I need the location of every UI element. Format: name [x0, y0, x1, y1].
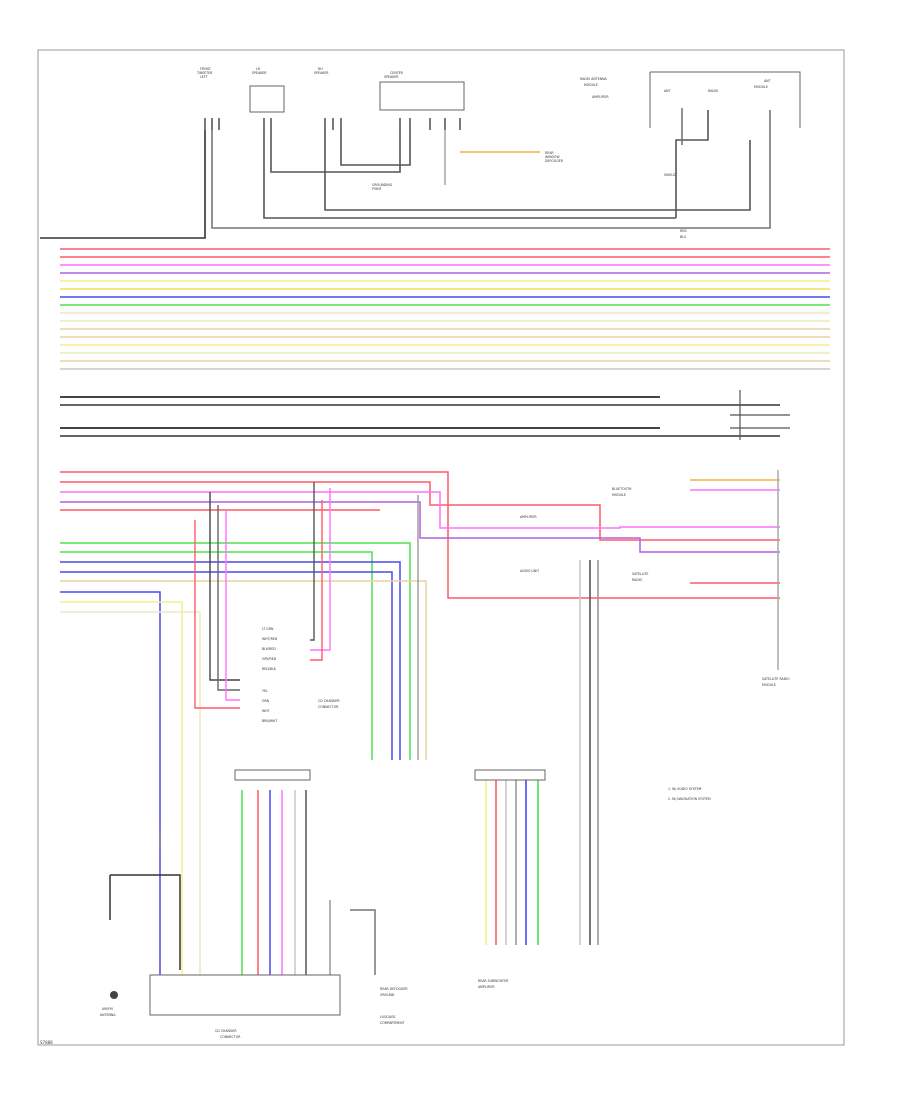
svg-text:SPEAKER: SPEAKER: [384, 75, 399, 79]
svg-text:DEFOGGER: DEFOGGER: [545, 159, 564, 163]
junction-drops: [194, 482, 419, 760]
svg-text:SHIELD: SHIELD: [664, 173, 676, 177]
svg-text:MODULE: MODULE: [754, 85, 768, 89]
svg-text:REAR DEFOGGER: REAR DEFOGGER: [380, 987, 408, 991]
svg-text:POINT: POINT: [372, 187, 382, 191]
svg-text:AM/FM: AM/FM: [102, 1007, 113, 1011]
center-speaker-box: [379, 81, 465, 111]
svg-text:CONNECTOR: CONNECTOR: [318, 705, 339, 709]
svg-text:GRN: GRN: [262, 699, 270, 703]
front-tweeter-box: [249, 85, 285, 113]
horizontal-bus: [60, 248, 830, 370]
svg-text:CENTER: CENTER: [390, 71, 404, 75]
svg-text:WINDOW: WINDOW: [545, 155, 560, 159]
svg-text:ANT: ANT: [764, 79, 771, 83]
cd-changer-box: [149, 974, 341, 1016]
svg-text:TWEETER: TWEETER: [196, 71, 213, 75]
svg-text:LT GRN: LT GRN: [262, 627, 274, 631]
svg-text:MODULE: MODULE: [612, 493, 626, 497]
rear-connector-box: [234, 769, 311, 781]
bottom-left-wires: [109, 790, 376, 975]
svg-text:ANTENNA: ANTENNA: [100, 1013, 116, 1017]
svg-text:RH: RH: [318, 67, 323, 71]
svg-text:AMPLIFIER: AMPLIFIER: [520, 515, 537, 519]
svg-text:SPEAKER: SPEAKER: [252, 71, 267, 75]
svg-text:WHT/RED: WHT/RED: [262, 637, 278, 641]
svg-text:SATELLITE RADIO: SATELLITE RADIO: [762, 677, 790, 681]
svg-text:RED/BLK: RED/BLK: [262, 667, 277, 671]
svg-text:GROUNDING: GROUNDING: [372, 183, 393, 187]
svg-text:AUDIO UNIT: AUDIO UNIT: [520, 569, 539, 573]
right-stubs: [690, 470, 780, 670]
top-connectors: [204, 118, 461, 130]
dark-bus-right: [730, 390, 790, 440]
top-labels: FRONT TWEETER LEFT LH SPEAKER RH SPEAKER…: [196, 67, 771, 239]
svg-text:REAR: REAR: [545, 151, 554, 155]
svg-text:YEL: YEL: [262, 689, 268, 693]
svg-text:MODULE: MODULE: [762, 683, 776, 687]
svg-text:GRY/RED: GRY/RED: [262, 657, 277, 661]
legend-2: 2. W/ NAVIGATION SYSTEM: [668, 797, 711, 801]
svg-text:CD CHANGER: CD CHANGER: [318, 699, 340, 703]
legend: 1. W/ AUDIO SYSTEM 2. W/ NAVIGATION SYST…: [668, 787, 711, 801]
bottom-boxes: [149, 769, 546, 1016]
svg-text:ANT: ANT: [664, 89, 671, 93]
footer-code: S7888: [40, 1040, 53, 1045]
radio-antenna-module-box: [650, 71, 801, 128]
svg-text:LUGGAGE: LUGGAGE: [380, 1015, 396, 1019]
svg-text:RADIO ANTENNA: RADIO ANTENNA: [580, 77, 607, 81]
svg-text:RED: RED: [680, 229, 687, 233]
svg-text:BRN/WHT: BRN/WHT: [262, 719, 277, 723]
diagram-border: [37, 49, 845, 1046]
svg-text:BLU: BLU: [680, 235, 687, 239]
svg-text:GROUND: GROUND: [380, 993, 395, 997]
svg-text:AMPLIFIER: AMPLIFIER: [478, 985, 495, 989]
legend-1: 1. W/ AUDIO SYSTEM: [668, 787, 702, 791]
svg-text:SATELLITE: SATELLITE: [632, 572, 648, 576]
svg-text:FRONT: FRONT: [200, 67, 211, 71]
vertical-bundles: [485, 560, 599, 945]
svg-text:CONNECTOR: CONNECTOR: [220, 1035, 241, 1039]
svg-text:MODULE: MODULE: [584, 83, 598, 87]
svg-text:SPEAKER: SPEAKER: [314, 71, 329, 75]
svg-text:BLUETOOTH: BLUETOOTH: [612, 487, 632, 491]
svg-text:REAR SUBWOOFER: REAR SUBWOOFER: [478, 979, 509, 983]
svg-text:RADIO: RADIO: [708, 89, 719, 93]
svg-text:RADIO: RADIO: [632, 578, 643, 582]
svg-text:LEFT: LEFT: [200, 75, 208, 79]
svg-text:BLK/RED: BLK/RED: [262, 647, 276, 651]
ground-symbol: [110, 991, 118, 999]
middle-harness: [60, 471, 780, 975]
top-wires: [40, 108, 771, 239]
svg-text:COMPARTMENT: COMPARTMENT: [380, 1021, 404, 1025]
middle-labels: LT GRN WHT/RED BLK/RED GRY/RED RED/BLK Y…: [262, 487, 790, 723]
svg-text:LH: LH: [256, 67, 261, 71]
top-components: [249, 71, 801, 128]
svg-text:WHT: WHT: [262, 709, 270, 713]
bottom-labels: AM/FM ANTENNA CD CHANGER CONNECTOR REAR …: [100, 979, 509, 1039]
sub-connector-box: [474, 769, 546, 781]
dark-bus: [60, 396, 780, 437]
svg-text:AMPLIFIER: AMPLIFIER: [592, 95, 609, 99]
svg-text:CD CHANGER: CD CHANGER: [215, 1029, 237, 1033]
